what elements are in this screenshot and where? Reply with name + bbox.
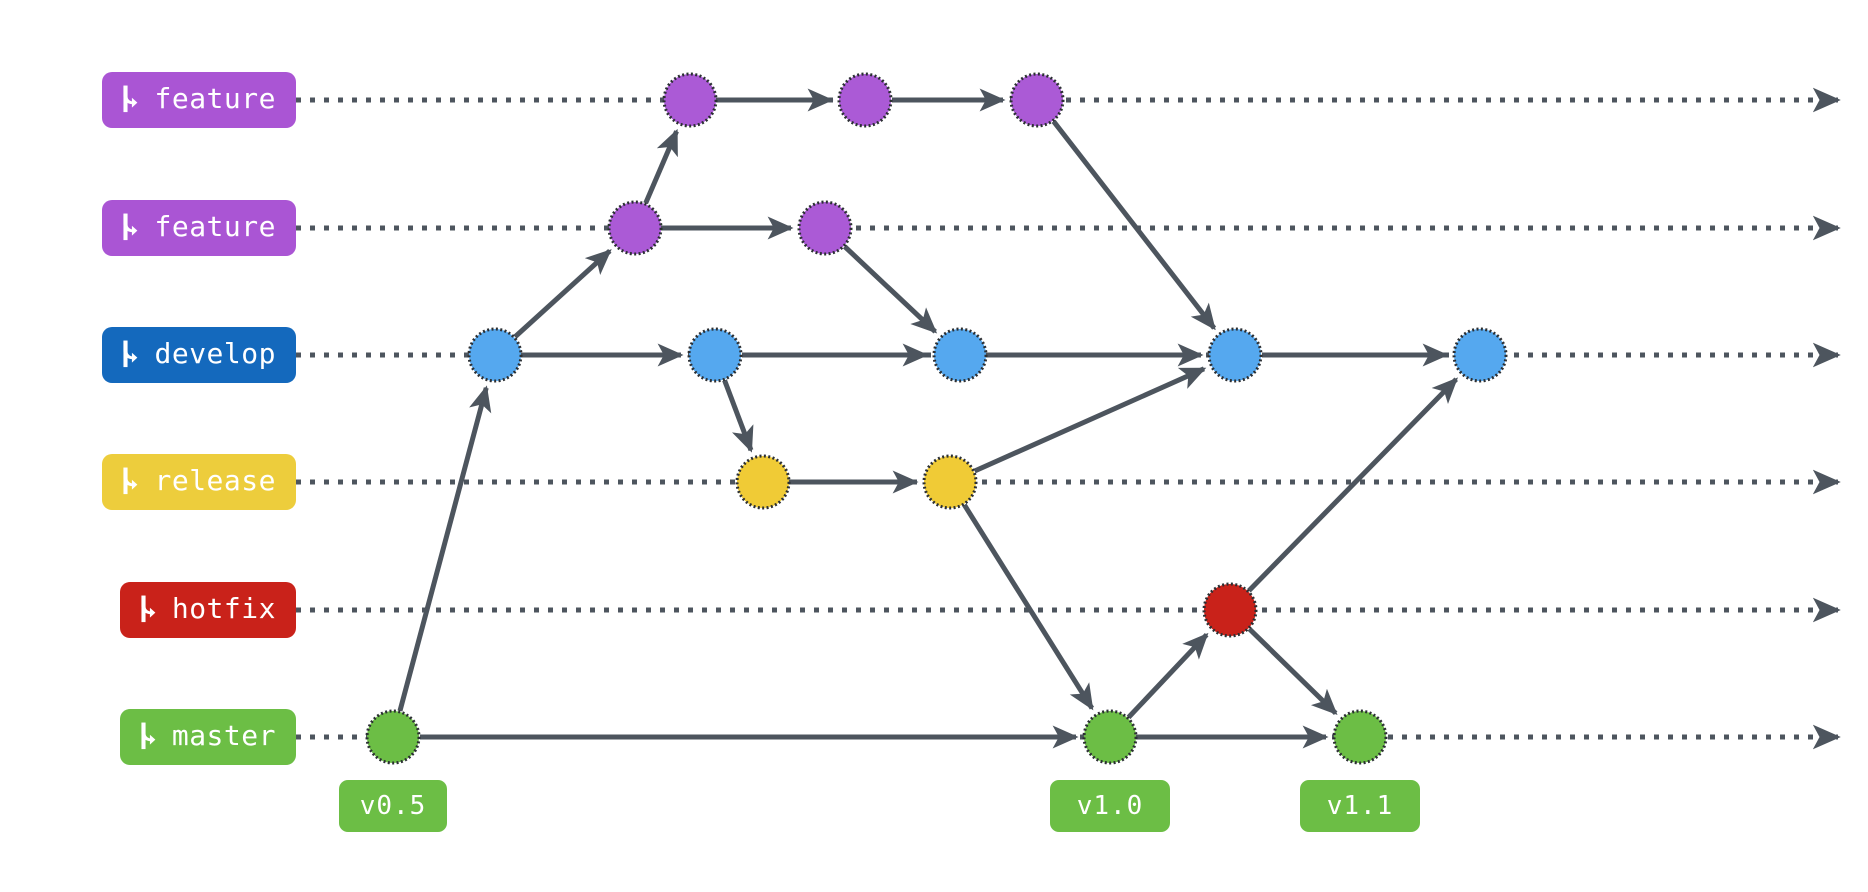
git-branch-icon [141, 595, 156, 623]
edge-r2-to-d4 [973, 366, 1207, 474]
branch-label-feature-bottom[interactable]: feature [102, 200, 296, 256]
commit-node-f2b[interactable] [797, 200, 853, 256]
edge-d2-to-r1 [722, 379, 754, 453]
edges-group [397, 88, 1459, 749]
edge-h1-to-d5 [1247, 377, 1459, 593]
branch-label-master[interactable]: master [119, 709, 296, 765]
branch-label-hotfix[interactable]: hotfix [119, 582, 296, 638]
branch-label-text: hotfix [171, 592, 276, 625]
branch-label-feature-top[interactable]: feature [102, 72, 296, 128]
git-branch-icon [123, 467, 138, 495]
commit-node-m3[interactable] [1332, 709, 1388, 765]
commit-node-d3[interactable] [932, 327, 988, 383]
edge-f1c-to-d4 [1051, 119, 1217, 331]
edge-r2-to-m2 [962, 503, 1095, 711]
branch-label-develop[interactable]: develop [102, 327, 296, 383]
edge-d1-to-f2a [513, 248, 612, 339]
commit-nodes-group [365, 72, 1508, 765]
commit-node-d2[interactable] [687, 327, 743, 383]
git-branch-icon [123, 213, 138, 241]
edge-m1-to-d1 [397, 385, 492, 712]
git-branch-icon [141, 722, 156, 750]
commit-node-f1b[interactable] [837, 72, 893, 128]
edge-f2a-to-f1a [643, 128, 679, 205]
branch-label-release[interactable]: release [102, 454, 296, 510]
version-tag-tag-v10[interactable]: v1.0 [1050, 780, 1170, 832]
edge-m2-to-h1 [1126, 632, 1209, 720]
commit-node-r2[interactable] [922, 454, 978, 510]
lane-lines-group [268, 87, 1841, 750]
branch-label-text: feature [154, 210, 276, 243]
commit-node-f2a[interactable] [607, 200, 663, 256]
commit-node-m2[interactable] [1082, 709, 1138, 765]
git-branch-icon [123, 85, 138, 113]
version-tag-text: v1.0 [1076, 791, 1144, 821]
commit-node-m1[interactable] [365, 709, 421, 765]
commit-node-f1a[interactable] [662, 72, 718, 128]
version-tag-text: v1.1 [1326, 791, 1394, 821]
commit-node-h1[interactable] [1202, 582, 1258, 638]
edge-f2b-to-d3 [842, 244, 938, 334]
git-branch-icon [123, 340, 138, 368]
branch-label-text: feature [154, 82, 276, 115]
commit-node-f1c[interactable] [1009, 72, 1065, 128]
edge-h1-to-m3 [1247, 627, 1338, 716]
commit-node-d1[interactable] [467, 327, 523, 383]
branch-label-text: develop [154, 337, 276, 370]
commit-node-d4[interactable] [1207, 327, 1263, 383]
commit-node-r1[interactable] [735, 454, 791, 510]
version-tag-tag-v11[interactable]: v1.1 [1300, 780, 1420, 832]
version-tag-text: v0.5 [359, 791, 427, 821]
branch-label-text: master [171, 719, 276, 752]
branch-label-text: release [154, 464, 276, 497]
version-tag-tag-v05[interactable]: v0.5 [339, 780, 447, 832]
commit-node-d5[interactable] [1452, 327, 1508, 383]
